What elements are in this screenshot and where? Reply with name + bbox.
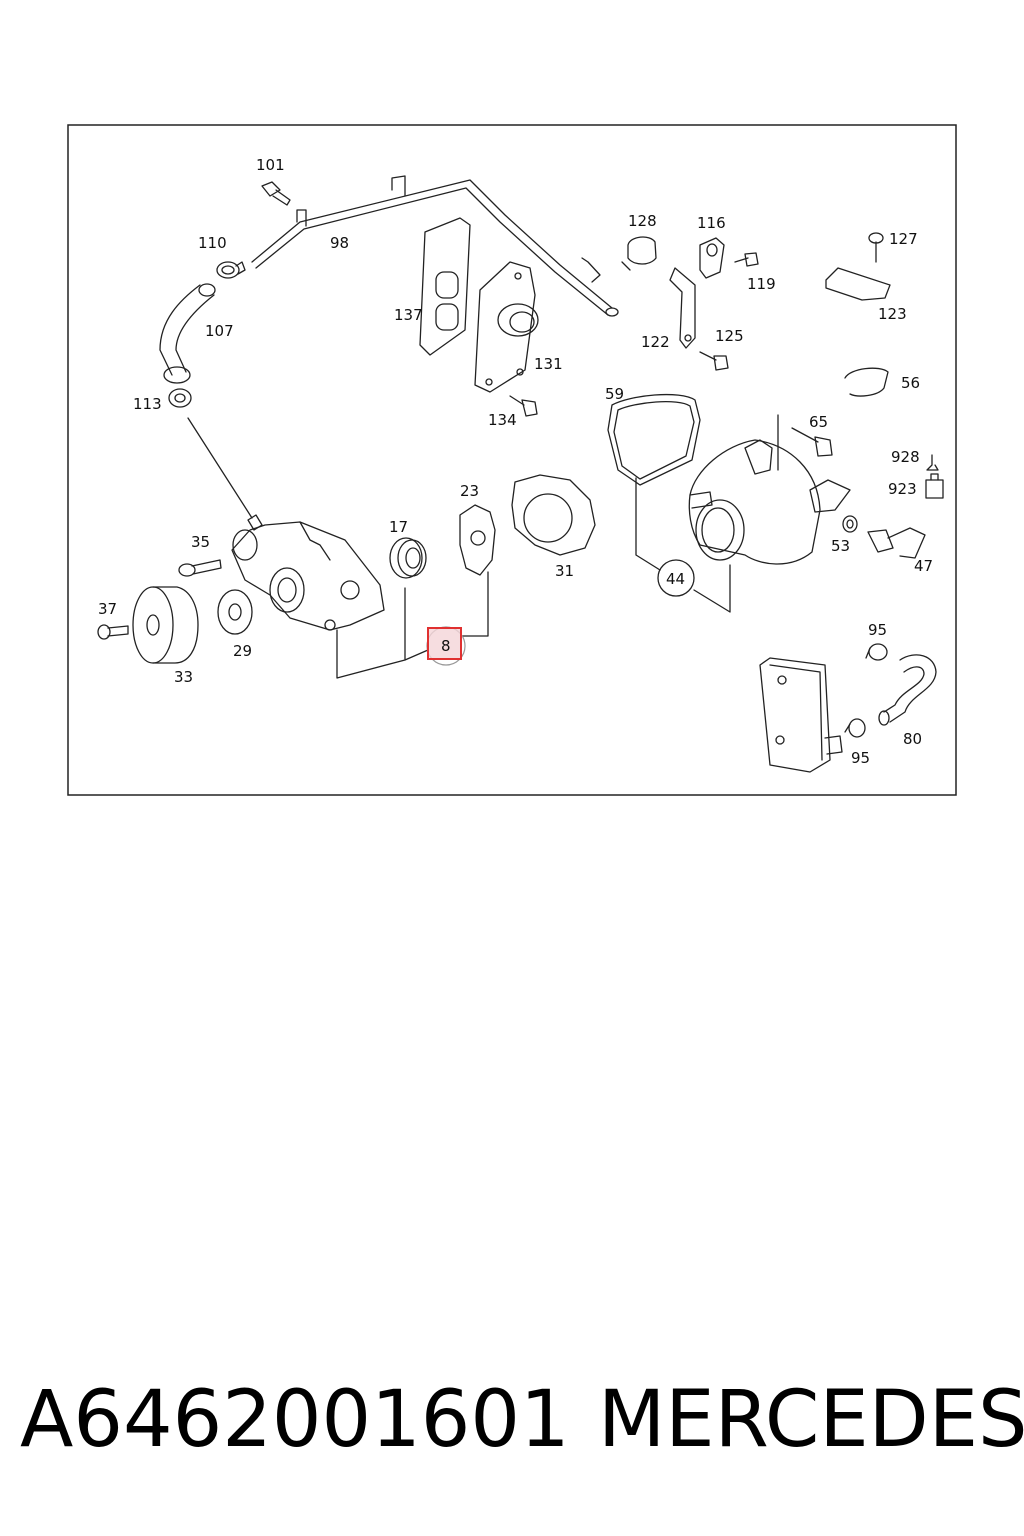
callout-123[interactable]: 123 [878, 305, 907, 323]
callout-101[interactable]: 101 [256, 156, 285, 174]
callout-98[interactable]: 98 [330, 234, 349, 252]
callout-95-upper[interactable]: 95 [868, 621, 887, 639]
callout-29[interactable]: 29 [233, 642, 252, 660]
highlight-box-8[interactable] [427, 627, 462, 660]
gasket-137 [419, 217, 471, 356]
callout-107[interactable]: 107 [205, 322, 234, 340]
clip-128 [621, 236, 657, 271]
thermostat-housing-131 [474, 261, 539, 393]
bolt-65 [791, 427, 833, 457]
bolt-127 [868, 232, 884, 263]
hose-107 [159, 283, 216, 384]
bolt-37 [97, 624, 129, 640]
callout-65[interactable]: 65 [809, 413, 828, 431]
callout-47[interactable]: 47 [914, 557, 933, 575]
footer: A6462001601 MERCEDES [0, 1360, 1024, 1480]
callout-131[interactable]: 131 [534, 355, 563, 373]
sensor-47 [867, 527, 926, 559]
oil-cooler [759, 657, 843, 773]
part-number: A6462001601 [20, 1375, 570, 1465]
callout-928[interactable]: 928 [891, 448, 920, 466]
callout-44[interactable]: 44 [666, 570, 685, 588]
bolt-134 [509, 395, 538, 417]
leader-line-113 [187, 417, 253, 519]
hose-clamp-95-lower [844, 718, 866, 738]
clip-56 [844, 367, 889, 397]
plate-123 [825, 267, 891, 301]
callout-122[interactable]: 122 [641, 333, 670, 351]
bolt-35 [178, 559, 222, 577]
brand-name: MERCEDES [598, 1375, 1024, 1465]
callout-125[interactable]: 125 [715, 327, 744, 345]
callout-23[interactable]: 23 [460, 482, 479, 500]
impeller-plate-23 [459, 504, 496, 576]
connector-928 [926, 454, 939, 471]
callout-95-lower[interactable]: 95 [851, 749, 870, 767]
bracket-116 [699, 237, 725, 279]
callout-56[interactable]: 56 [901, 374, 920, 392]
bolt-119 [734, 252, 759, 267]
callout-8[interactable]: 8 [441, 637, 451, 655]
bolt-101 [261, 181, 291, 206]
callout-137[interactable]: 137 [394, 306, 423, 324]
exploded-parts-diagram: 101 110 98 107 113 137 131 134 128 116 1… [67, 124, 957, 796]
callout-circle-44 [657, 559, 695, 597]
callout-33[interactable]: 33 [174, 668, 193, 686]
connector-923 [925, 473, 944, 499]
coolant-pipe-98 [251, 175, 619, 317]
callout-128[interactable]: 128 [628, 212, 657, 230]
water-pump [231, 514, 385, 631]
pulley-33 [132, 586, 199, 664]
o-ring-53 [842, 515, 858, 533]
callout-116[interactable]: 116 [697, 214, 726, 232]
hose-clamp-95-upper [865, 643, 888, 661]
callout-17[interactable]: 17 [389, 518, 408, 536]
callout-31[interactable]: 31 [555, 562, 574, 580]
hose-clamp-113 [168, 388, 192, 408]
leader-line-8 [336, 571, 489, 679]
leader-line-44 [635, 414, 779, 613]
callout-110[interactable]: 110 [198, 234, 227, 252]
bolt-125 [699, 351, 729, 371]
callout-80[interactable]: 80 [903, 730, 922, 748]
flange-29 [217, 589, 253, 635]
diagram-frame [67, 124, 957, 796]
callout-35[interactable]: 35 [191, 533, 210, 551]
hose-clamp-110 [216, 261, 246, 279]
thermostat-assembly [688, 439, 851, 565]
bracket-122 [669, 267, 696, 349]
callout-119[interactable]: 119 [747, 275, 776, 293]
callout-59[interactable]: 59 [605, 385, 624, 403]
gasket-31 [511, 474, 596, 556]
callout-37[interactable]: 37 [98, 600, 117, 618]
callout-134[interactable]: 134 [488, 411, 517, 429]
callout-127[interactable]: 127 [889, 230, 918, 248]
hose-80 [878, 654, 937, 726]
callout-113[interactable]: 113 [133, 395, 162, 413]
callout-923[interactable]: 923 [888, 480, 917, 498]
callout-53[interactable]: 53 [831, 537, 850, 555]
seal-17 [389, 537, 427, 579]
seal-ring-59 [607, 393, 701, 486]
